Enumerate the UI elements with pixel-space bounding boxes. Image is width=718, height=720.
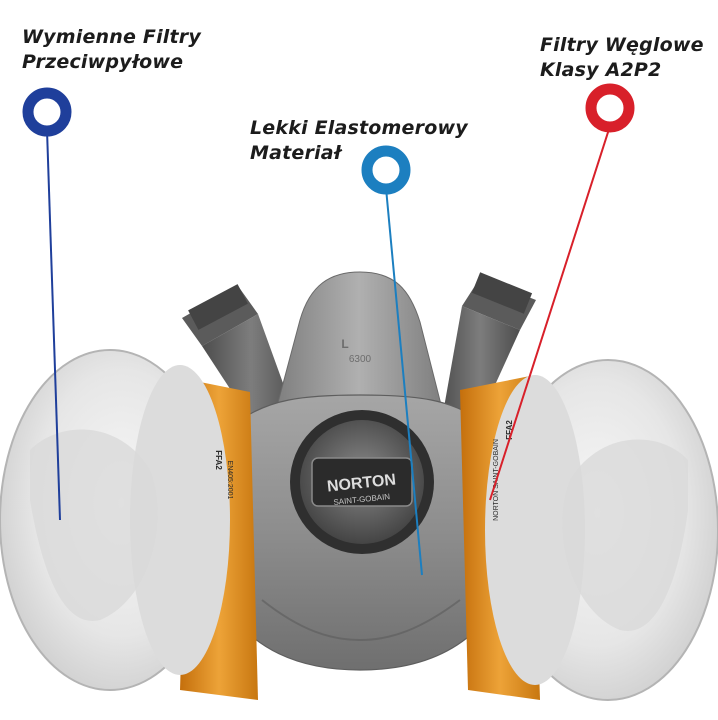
callout-elastomer-material-line2: Materiał — [250, 142, 342, 164]
left-filter-code1: FFA2 — [214, 450, 223, 470]
mask-model: 6300 — [349, 354, 372, 365]
left-filter-code2: EN405:2001 — [226, 461, 233, 500]
callout-elastomer-material-line1: Lekki Elastomerowy — [250, 117, 468, 139]
mask-size: L — [341, 337, 348, 351]
callout-carbon-filters-line1: Filtry Węglowe — [540, 34, 704, 56]
callout-marker-left — [22, 87, 72, 521]
callout-dust-filters: Wymienne Filtry Przeciwpyłowe — [22, 25, 201, 75]
callout-carbon-filters: Filtry Węglowe Klasy A2P2 — [540, 33, 704, 83]
callout-dust-filters-line1: Wymienne Filtry — [22, 26, 201, 48]
callout-carbon-filters-line2: Klasy A2P2 — [540, 59, 662, 81]
callout-marker-center — [361, 145, 423, 576]
left-filter — [0, 349, 258, 700]
right-filter — [460, 359, 718, 701]
callout-elastomer-material: Lekki Elastomerowy Materiał — [250, 116, 468, 166]
right-filter-code1: FFA2 — [505, 420, 514, 440]
exhalation-valve — [290, 410, 434, 554]
callout-marker-right — [489, 83, 635, 501]
callout-dust-filters-line2: Przeciwpyłowe — [22, 51, 184, 73]
